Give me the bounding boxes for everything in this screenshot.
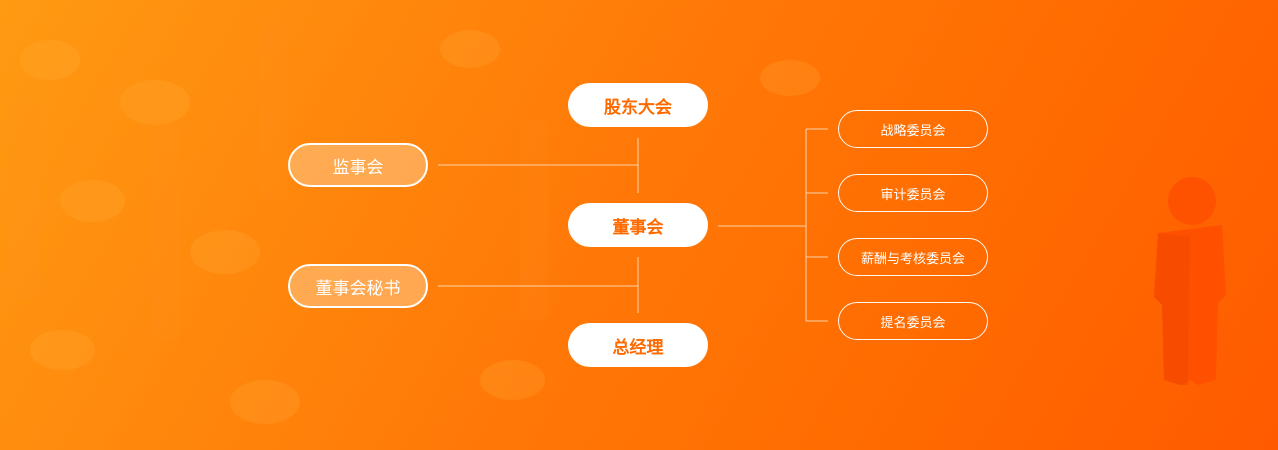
node-board-secretary: 董事会秘书 — [288, 264, 428, 308]
person-silhouette-icon — [1154, 177, 1226, 385]
background-figure-decoration — [60, 180, 125, 222]
node-nomination-committee: 提名委员会 — [838, 302, 988, 340]
background-figure-decoration — [190, 230, 260, 274]
background-figure-decoration — [760, 60, 820, 96]
node-general-manager: 总经理 — [568, 323, 708, 367]
node-shareholders-meeting: 股东大会 — [568, 83, 708, 127]
background-figure-decoration — [30, 330, 95, 370]
node-strategy-committee: 战略委员会 — [838, 110, 988, 148]
background-figure-decoration — [480, 360, 545, 400]
node-board-of-directors: 董事会 — [568, 203, 708, 247]
background-figure-decoration — [120, 80, 190, 125]
background-figure-decoration — [20, 40, 80, 80]
background-column-decoration — [150, 120, 180, 340]
background-column-decoration — [10, 100, 40, 300]
background-column-decoration — [260, 20, 288, 200]
node-audit-committee: 审计委员会 — [838, 174, 988, 212]
node-board-of-supervisors: 监事会 — [288, 143, 428, 187]
background-figure-decoration — [440, 30, 500, 68]
node-compensation-committee: 薪酬与考核委员会 — [838, 238, 988, 276]
background-figure-decoration — [230, 380, 300, 424]
background-column-decoration — [520, 120, 548, 320]
